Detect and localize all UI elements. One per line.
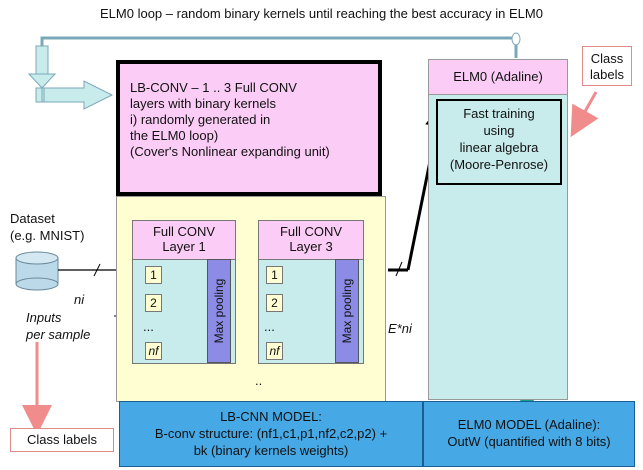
- lbconv-box: LB-CONV – 1 .. 3 Full CONV layers with b…: [116, 60, 382, 196]
- fast-line3: linear algebra: [459, 140, 539, 155]
- lbcnn-model-line1: LB-CNN MODEL:: [220, 409, 322, 424]
- layer1-item-ellipsis: ...: [143, 319, 154, 334]
- lbcnn-model-box: LB-CNN MODEL: B-conv structure: (nf1,c1,…: [119, 401, 423, 467]
- layer1-title-line2: Layer 1: [162, 239, 206, 254]
- lbconv-line1: LB-CONV – 1 .. 3 Full CONV: [130, 80, 297, 95]
- lbconv-line2: layers with binary kernels: [130, 96, 276, 111]
- inputs-line1: Inputs: [26, 310, 62, 325]
- fast-line2: using: [483, 123, 515, 138]
- fast-line4: (Moore-Penrose): [449, 157, 549, 172]
- layer3-item-nf: nf: [266, 342, 283, 360]
- layer3-max-pooling: Max pooling: [335, 259, 359, 363]
- class-labels-top-line2: labels: [590, 67, 624, 82]
- layer3-pool-label: Max pooling: [340, 278, 354, 344]
- layer3-item-1: 1: [266, 266, 283, 284]
- lbcnn-model-line3: bk (binary kernels weights): [193, 443, 349, 458]
- elm0-model-line2: OutW (quantified with 8 bits): [447, 434, 611, 449]
- layer1-max-pooling: Max pooling: [207, 259, 231, 363]
- layer3-item-2: 2: [266, 294, 283, 312]
- layer1-header: Full CONV Layer 1: [132, 220, 236, 260]
- lbcnn-model-line2: B-conv structure: (nf1,c1,p1,nf2,c2,p2) …: [154, 426, 388, 441]
- dataset-line1: Dataset: [10, 211, 55, 226]
- lbconv-line4: the ELM0 loop): [130, 128, 219, 143]
- ni-label: ni: [74, 292, 85, 307]
- between-dots: ..: [255, 373, 263, 388]
- fast-training-box: Fast training using linear algebra (Moor…: [436, 99, 562, 185]
- elm0-model-line1: ELM0 MODEL (Adaline):: [457, 417, 601, 432]
- layer1-title-line1: Full CONV: [152, 224, 216, 239]
- loop-right-arrow: [35, 80, 114, 110]
- layer3-title-line1: Full CONV: [279, 224, 343, 239]
- inputs-per-sample: Inputs per sample: [26, 309, 90, 343]
- dataset-label: Dataset (e.g. MNIST): [10, 210, 84, 244]
- dataset-cylinder: [15, 251, 59, 291]
- layer1-pool-label: Max pooling: [212, 278, 226, 344]
- layer3-title-line2: Layer 3: [289, 239, 333, 254]
- elm0-header: ELM0 (Adaline): [428, 59, 568, 95]
- eni-label: E*ni: [388, 321, 412, 336]
- elm0-loop-line: [40, 32, 521, 58]
- elm0-model-box: ELM0 MODEL (Adaline): OutW (quantified w…: [423, 401, 635, 467]
- lbconv-line5: (Cover's Nonlinear expanding unit): [130, 144, 330, 159]
- fast-line1: Fast training: [463, 106, 535, 121]
- layer3-header: Full CONV Layer 3: [258, 220, 364, 260]
- dataset-line2: (e.g. MNIST): [10, 228, 85, 243]
- class-labels-top-line1: Class: [590, 51, 624, 66]
- inputs-line2: per sample: [26, 327, 91, 342]
- class-labels-top: Class labels: [582, 46, 632, 86]
- layer1-item-nf: nf: [145, 342, 162, 360]
- diagram-title: ELM0 loop – random binary kernels until …: [100, 6, 543, 21]
- class-labels-bottom: Class labels: [10, 428, 114, 452]
- lbconv-line3: i) randomly generated in: [130, 112, 271, 127]
- layer1-item-1: 1: [145, 266, 162, 284]
- layer3-item-ellipsis: ...: [264, 319, 275, 334]
- layer1-item-2: 2: [145, 294, 162, 312]
- class-labels-top-arrow: [570, 91, 599, 138]
